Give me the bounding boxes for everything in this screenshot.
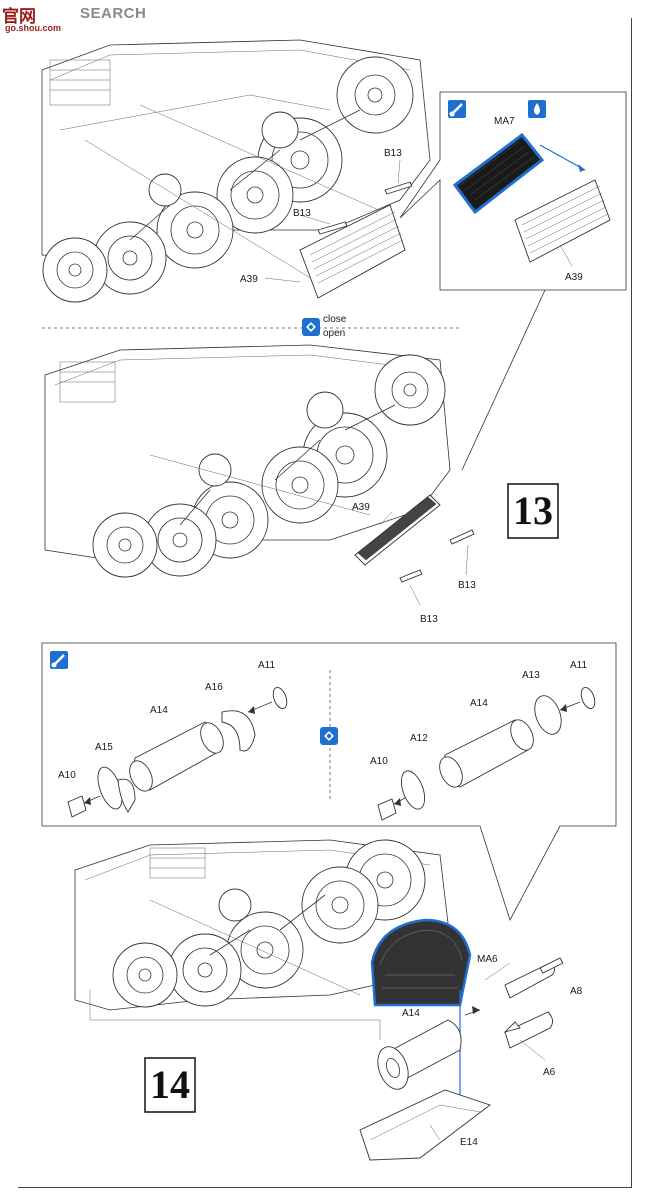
step13-upper-grille-a39 — [299, 204, 406, 299]
step13-callout-pointer — [461, 289, 546, 471]
step14-label-ma6: MA6 — [477, 954, 498, 965]
watermark: 官网 SEARCH go.shou.com — [2, 2, 162, 36]
step14-label-e14: E14 — [460, 1137, 478, 1148]
step14-road-wheels — [112, 839, 426, 1008]
step14-left-label-a11: A11 — [258, 660, 275, 671]
step14-callout-box — [41, 642, 617, 922]
step14-left-variant — [67, 687, 288, 818]
step14-right-variant — [377, 687, 596, 821]
page-border-bottom — [18, 1187, 632, 1188]
step13-lower-road-wheels — [92, 391, 388, 578]
step13-lower-label-b13-bottom: B13 — [420, 614, 438, 625]
option-close-label: close — [323, 314, 347, 325]
step14-left-label-a14: A14 — [150, 705, 168, 716]
option-open-label: open — [323, 328, 345, 339]
step13-label-a39: A39 — [240, 274, 258, 285]
step13-lower-label-a39: A39 — [352, 502, 370, 513]
step14-part-a8 — [504, 957, 564, 999]
step14-label-a8: A8 — [570, 986, 583, 997]
step13-label-b13-mid: B13 — [293, 208, 311, 219]
watermark-brand-cn: 官网 — [2, 7, 36, 27]
step14-right-label-a13: A13 — [522, 670, 540, 681]
step13-number-box — [507, 483, 559, 539]
step13-lower-label-b13-right: B13 — [458, 580, 476, 591]
glue-drop-icon — [528, 100, 546, 118]
step13-mesh-ma7 — [452, 132, 545, 215]
step13-lower-hull-drawing — [44, 344, 475, 606]
step14-part-a14 — [377, 1019, 462, 1090]
step14-right-label-a10: A10 — [370, 756, 388, 767]
watermark-brand-en: SEARCH — [80, 5, 147, 22]
step14-left-label-a16: A16 — [205, 682, 223, 693]
watermark-url: go.shou.com — [5, 23, 61, 33]
step14-number-box — [144, 1057, 196, 1113]
step14-mesh-ma6 — [370, 918, 472, 1007]
step14-paint-brush-icon — [50, 651, 68, 669]
step13-label-a39-callout: A39 — [565, 272, 583, 283]
option-toggle-icon — [302, 318, 320, 336]
step14-option-toggle-icon — [320, 727, 338, 745]
step13-upper-road-wheels — [42, 111, 343, 303]
step14-left-label-a10: A10 — [58, 770, 76, 781]
step13-number: 13 — [513, 488, 553, 533]
step14-label-a14: A14 — [402, 1008, 420, 1019]
step13-label-b13-top: B13 — [384, 148, 402, 159]
step14-part-a6 — [503, 1011, 553, 1049]
step13-upper-hull-drawing — [41, 39, 431, 303]
paint-brush-icon — [448, 100, 466, 118]
step13-callout-grille-a39 — [514, 179, 611, 263]
step14-left-label-a15: A15 — [95, 742, 113, 753]
step13-label-ma7: MA7 — [494, 116, 515, 127]
step13-lower-grille-a39 — [354, 494, 441, 566]
step14-label-a6: A6 — [543, 1067, 556, 1078]
step14-hull-drawing — [74, 839, 451, 1040]
step14-right-label-a12: A12 — [410, 733, 428, 744]
step14-number: 14 — [150, 1062, 190, 1107]
step14-right-label-a11: A11 — [570, 660, 587, 671]
step14-right-label-a14: A14 — [470, 698, 488, 709]
step14-part-e14 — [359, 1089, 491, 1161]
page-border-right — [631, 18, 632, 1188]
step13-callout-box — [399, 91, 627, 291]
